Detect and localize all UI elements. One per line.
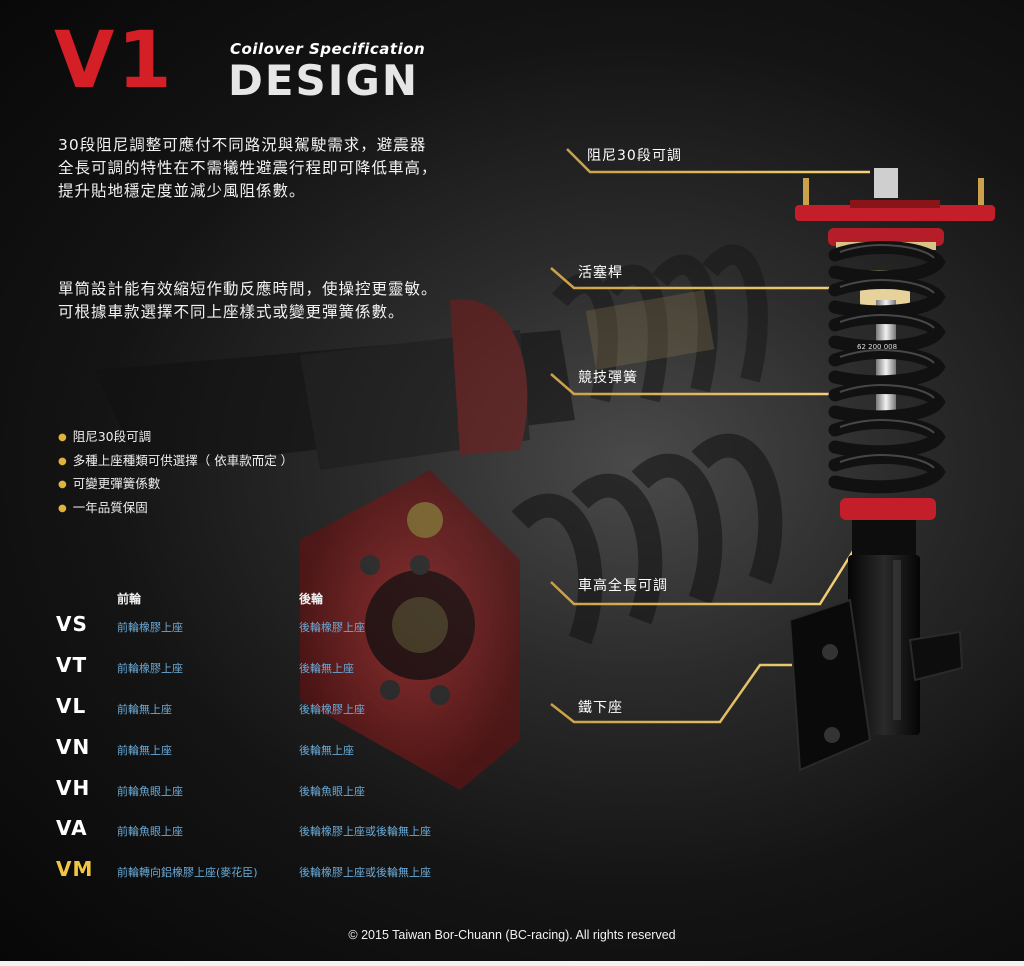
rear-mount: 後輪橡膠上座或後輪無上座: [299, 866, 431, 879]
rear-mount: 後輪橡膠上座或後輪無上座: [299, 825, 431, 838]
front-mount: 前輪魚眼上座: [117, 825, 183, 838]
background-coilover-upper: [95, 244, 768, 470]
rear-mount: 後輪魚眼上座: [299, 785, 365, 798]
model-code: VT: [56, 653, 88, 677]
front-mount: 前輪無上座: [117, 703, 172, 716]
intro-line: 可根據車款選擇不同上座樣式或變更彈簧係數。: [58, 303, 405, 321]
feature-item: ● 可變更彈簧係數: [58, 473, 293, 497]
feature-label: 多種上座種類可供選擇（ 依車款而定 ）: [72, 452, 294, 468]
front-mount: 前輪橡膠上座: [117, 621, 183, 634]
bullet-icon: ●: [58, 432, 67, 443]
callout-damping: 阻尼30段可調: [587, 148, 682, 164]
feature-label: 阻尼30段可調: [72, 429, 152, 444]
model-code: VH: [56, 776, 91, 800]
front-mount: 前輪魚眼上座: [117, 785, 183, 798]
intro-line: 30段阻尼調整可應付不同路況與駕駛需求，避震器: [58, 136, 427, 154]
callout-lower-mount: 鐵下座: [578, 700, 623, 716]
bullet-icon: ●: [58, 502, 67, 514]
model-code: VL: [56, 694, 87, 718]
front-mount: 前輪轉向鋁橡膠上座(麥花臣): [117, 866, 258, 879]
callout-spring: 競技彈簧: [578, 370, 638, 386]
background-coilover-lower: [300, 433, 783, 790]
rear-mount: 後輪橡膠上座: [299, 621, 365, 634]
spring-marking: 62 200 008: [857, 343, 897, 351]
feature-list: ● 阻尼30段可調 ● 多種上座種類可供選擇（ 依車款而定 ） ● 可變更彈簧係數 ●…: [58, 426, 293, 520]
callout-piston-rod: 活塞桿: [578, 265, 623, 281]
feature-item: ● 阻尼30段可調: [58, 426, 293, 450]
callout-ride-height: 車高全長可調: [578, 578, 668, 594]
feature-item: ● 多種上座種類可供選擇（ 依車款而定 ）: [58, 450, 293, 474]
model-code: VA: [56, 816, 88, 840]
rear-mount: 後輪橡膠上座: [299, 703, 365, 716]
model-code: VM: [56, 857, 94, 881]
main-coilover: 62 200 008: [788, 168, 995, 772]
feature-label: 可變更彈簧係數: [72, 476, 161, 491]
copyright-footer: © 2015 Taiwan Bor-Chuann (BC-racing). Al…: [348, 928, 676, 942]
rear-mount: 後輪無上座: [299, 662, 354, 675]
intro-line: 全長可調的特性在不需犧牲避震行程即可降低車高，: [58, 159, 438, 177]
bullet-icon: ●: [58, 455, 67, 467]
rear-column-header: 後輪: [299, 592, 324, 606]
feature-item: ● 一年品質保固: [58, 497, 293, 521]
model-logo: V1: [54, 16, 175, 106]
front-mount: 前輪橡膠上座: [117, 662, 183, 675]
intro-paragraph-2: 單筒設計能有效縮短作動反應時間，使操控更靈敏。 可根據車款選擇不同上座樣式或變更…: [58, 278, 438, 324]
intro-paragraph-1: 30段阻尼調整可應付不同路況與駕駛需求，避震器 全長可調的特性在不需犧牲避震行程…: [58, 134, 438, 203]
bullet-icon: ●: [58, 479, 67, 490]
header-title: DESIGN: [228, 56, 420, 105]
front-column-header: 前輪: [117, 592, 142, 606]
header-subtitle: Coilover Specification: [230, 40, 426, 58]
model-code: VN: [56, 735, 91, 759]
intro-line: 單筒設計能有效縮短作動反應時間，使操控更靈敏。: [58, 280, 438, 298]
front-mount: 前輪無上座: [117, 744, 172, 757]
callout-lines: [550, 148, 870, 724]
feature-label: 一年品質保固: [72, 499, 148, 515]
intro-line: 提升貼地穩定度並減少風阻係數。: [58, 182, 306, 200]
model-code: VS: [56, 612, 88, 636]
rear-mount: 後輪無上座: [299, 744, 354, 757]
